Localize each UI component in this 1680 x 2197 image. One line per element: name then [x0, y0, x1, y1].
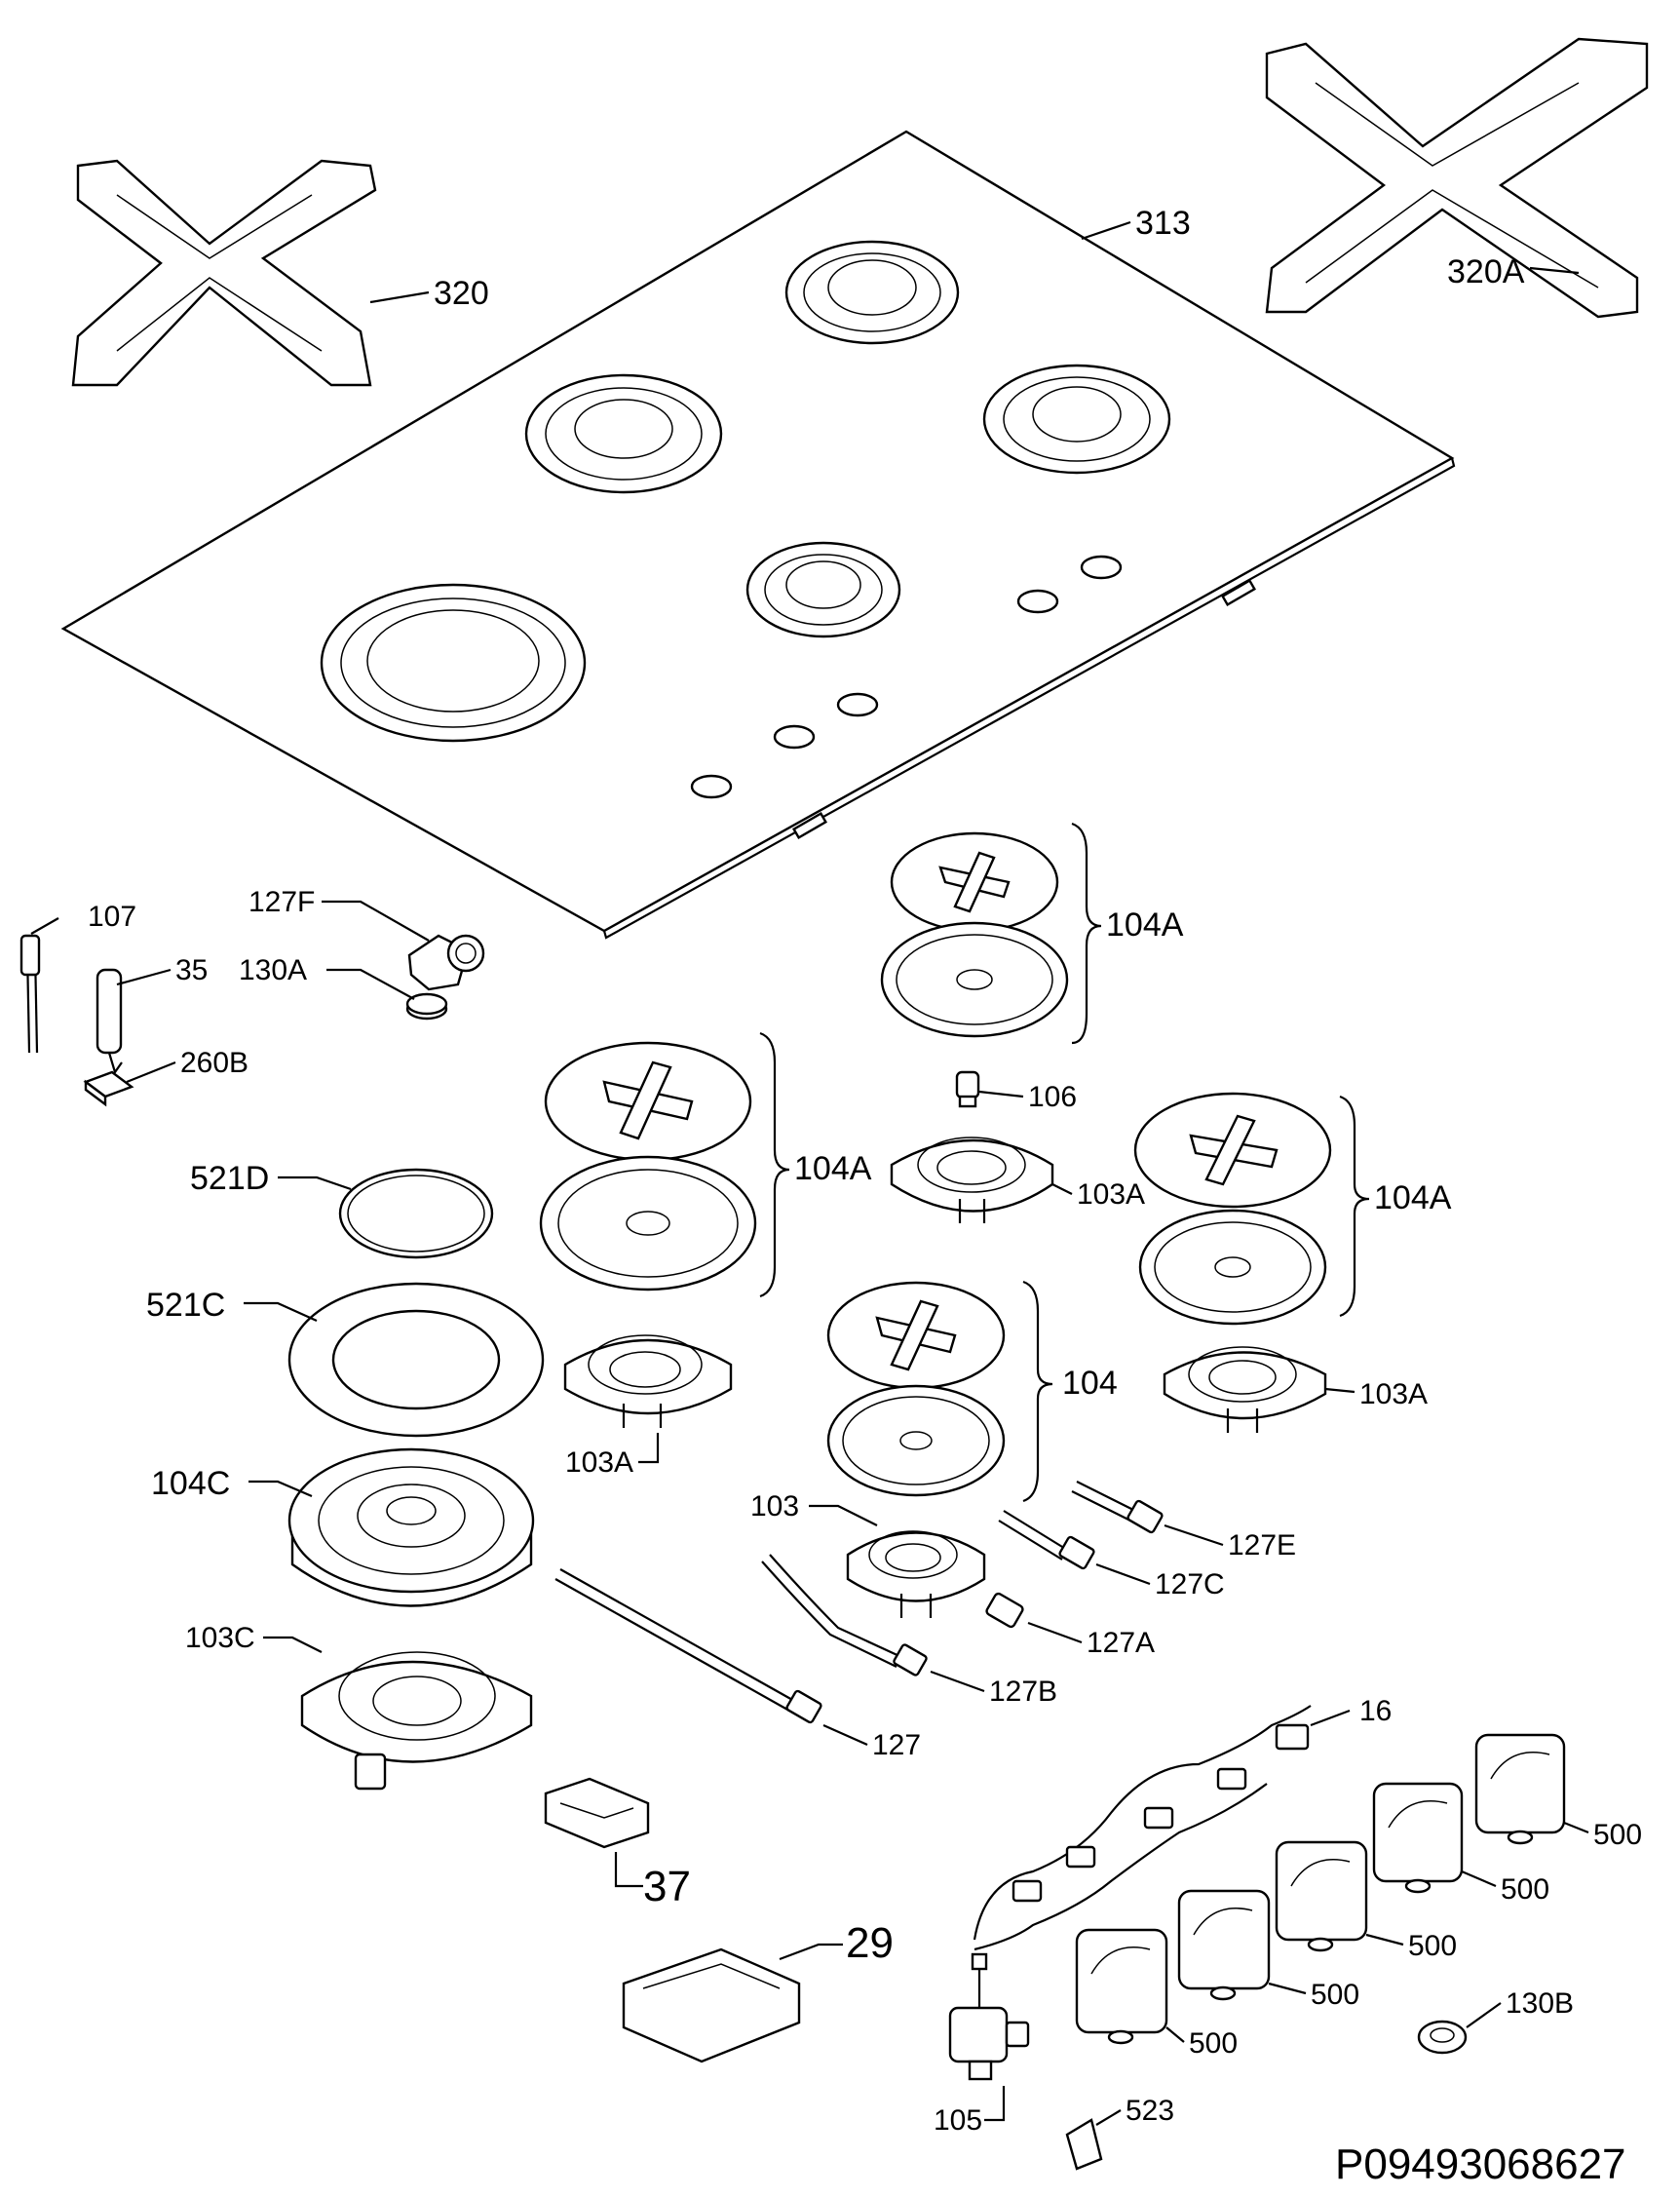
knob-500-1 — [1474, 1733, 1566, 1845]
gas-pipe-127 — [554, 1568, 822, 1724]
knob-hole — [1016, 589, 1059, 614]
knob-hole — [690, 774, 733, 799]
label-130B: 130B — [1506, 1987, 1574, 2020]
label-103: 103 — [750, 1490, 799, 1522]
label-521D: 521D — [190, 1160, 269, 1197]
connector-127A — [985, 1592, 1024, 1629]
wiring-harness-16 — [973, 1705, 1312, 1951]
injector-106 — [955, 1070, 980, 1108]
label-16: 16 — [1359, 1695, 1392, 1727]
label-105: 105 — [934, 2104, 982, 2137]
knob-500-4 — [1177, 1889, 1271, 2001]
burner-opening-right — [982, 364, 1171, 475]
ignition-electrode-35 — [95, 968, 123, 1075]
label-37: 37 — [643, 1863, 691, 1910]
seal-130A — [405, 992, 448, 1021]
label-127A: 127A — [1087, 1627, 1155, 1659]
document-code: P09493068627 — [1335, 2140, 1626, 2188]
burner-opening-left — [524, 373, 723, 494]
gas-pipe-127C — [998, 1510, 1095, 1570]
spark-generator-37 — [544, 1777, 650, 1849]
wok-burner-104C — [287, 1447, 535, 1607]
elbow-connector-127F — [407, 934, 485, 991]
label-107: 107 — [88, 901, 136, 933]
knob-hole — [1080, 555, 1123, 580]
fixing-clip — [792, 812, 827, 839]
burner-cap-104A-left — [539, 1041, 757, 1291]
label-104C: 104C — [151, 1465, 230, 1502]
label-130A: 130A — [239, 954, 307, 986]
label-320A: 320A — [1447, 253, 1525, 290]
label-500-5: 500 — [1189, 2027, 1238, 2060]
knob-500-2 — [1372, 1782, 1464, 1894]
label-500-3: 500 — [1408, 1930, 1457, 1962]
label-104: 104 — [1062, 1365, 1118, 1402]
label-104A-top: 104A — [1106, 906, 1184, 944]
label-103C: 103C — [185, 1622, 255, 1654]
burner-opening-rear — [784, 240, 960, 345]
seal-130B — [1417, 2020, 1468, 2055]
burner-base-103A-left — [563, 1334, 733, 1428]
label-127C: 127C — [1155, 1568, 1225, 1600]
gas-pipe-127B — [761, 1554, 928, 1677]
label-521C: 521C — [146, 1287, 225, 1324]
burner-cap-104 — [826, 1281, 1006, 1497]
label-104A-right: 104A — [1374, 1179, 1452, 1216]
knob-500-5 — [1075, 1928, 1168, 2045]
burner-cap-104A-right — [1133, 1092, 1332, 1326]
label-106: 106 — [1028, 1081, 1077, 1113]
burner-base-103 — [846, 1530, 986, 1618]
label-320: 320 — [434, 275, 489, 312]
hob-top-313 — [60, 130, 1456, 940]
clip-260B — [83, 1070, 134, 1107]
burner-base-103A-right — [1163, 1346, 1327, 1433]
label-104A-left: 104A — [794, 1150, 872, 1187]
label-103A-right: 103A — [1359, 1378, 1428, 1410]
gas-valve-105 — [948, 1952, 1030, 2081]
knob-hole — [773, 724, 816, 750]
label-500-4: 500 — [1311, 1979, 1359, 2011]
label-103A-left: 103A — [565, 1446, 633, 1479]
module-29 — [622, 1947, 801, 2063]
label-29: 29 — [846, 1919, 894, 1967]
label-523: 523 — [1126, 2095, 1174, 2127]
burner-base-103A-mid — [890, 1137, 1054, 1223]
label-127: 127 — [872, 1729, 921, 1761]
burner-opening-wok — [320, 583, 587, 743]
knob-500-3 — [1275, 1840, 1368, 1952]
burner-cap-104A-top — [880, 831, 1069, 1038]
knob-hole — [836, 692, 879, 717]
label-103A-mid: 103A — [1077, 1178, 1145, 1211]
label-127E: 127E — [1228, 1529, 1296, 1561]
thermocouple-107 — [19, 934, 41, 1054]
burner-base-103C — [300, 1651, 533, 1791]
label-313: 313 — [1135, 205, 1191, 242]
pan-support-320A — [1265, 37, 1649, 319]
label-260B: 260B — [180, 1047, 248, 1079]
clip-523 — [1065, 2118, 1103, 2171]
fixing-clip — [1221, 579, 1256, 606]
label-35: 35 — [175, 954, 208, 986]
burner-cap-521D — [338, 1168, 494, 1259]
label-500-1: 500 — [1593, 1819, 1642, 1851]
gas-pipe-127E — [1071, 1481, 1164, 1534]
label-500-2: 500 — [1501, 1873, 1549, 1906]
burner-opening-centre — [745, 541, 901, 638]
pan-support-320 — [71, 159, 377, 387]
flame-ring-521C — [287, 1282, 545, 1438]
label-127B: 127B — [989, 1676, 1057, 1708]
label-127F: 127F — [248, 886, 315, 918]
